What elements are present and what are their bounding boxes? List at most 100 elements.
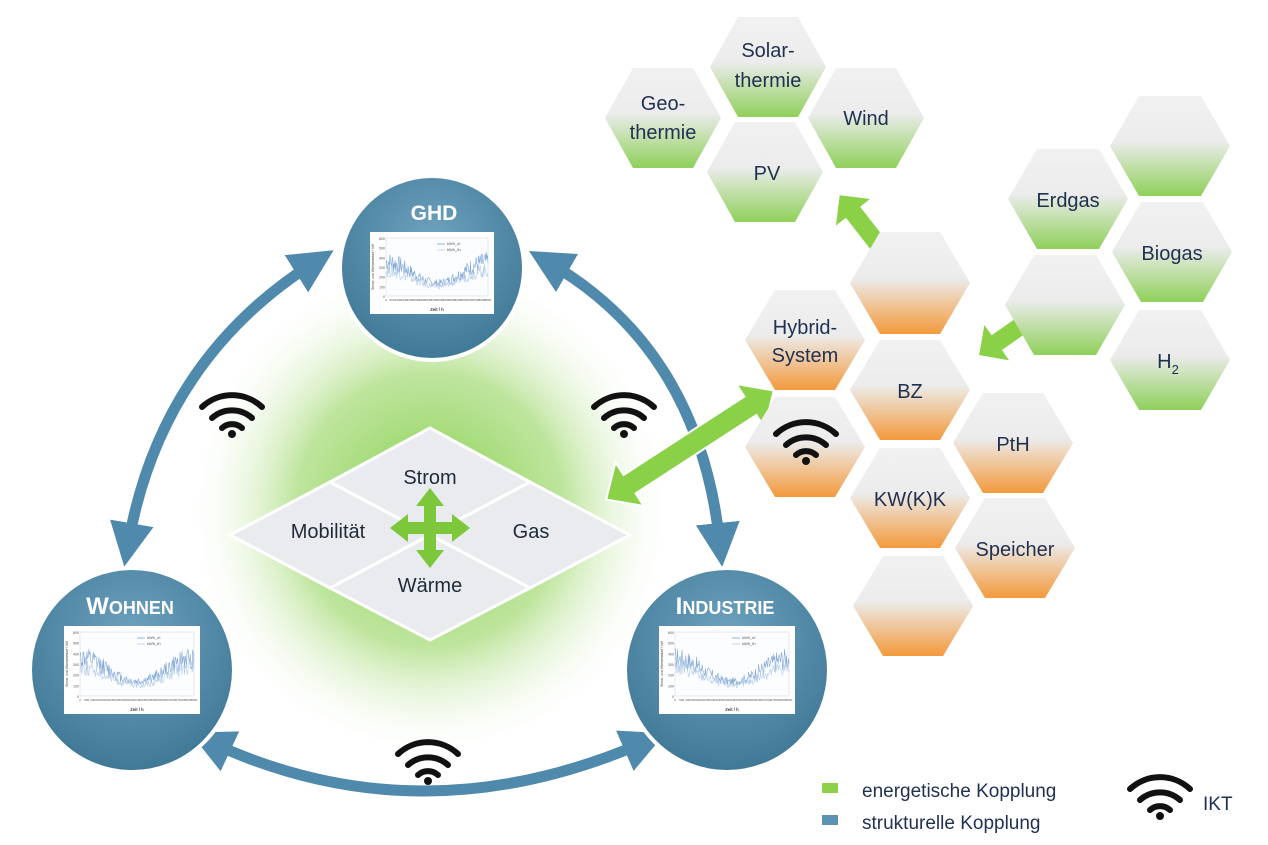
svg-text:5000: 5000 [144,698,151,702]
svg-text:Strom- und Wärmebedarf / kW: Strom- und Wärmebedarf / kW [65,640,69,687]
svg-text:4500: 4500 [732,698,739,702]
hex-empty-top-tech [850,232,970,334]
svg-text:Strom- und Wärmebedarf / kW: Strom- und Wärmebedarf / kW [660,640,664,687]
svg-text:7000: 7000 [467,298,474,302]
svg-text:100: 100 [379,285,385,289]
svg-text:kWh_th: kWh_th [742,641,756,646]
arrow-ghd-industrie [528,250,740,567]
wifi-icon [773,419,839,465]
svg-text:3500: 3500 [124,698,131,702]
node-title-ghd: GHD [411,202,458,225]
arrow-system-to-hexes [604,382,776,508]
svg-text:500: 500 [389,298,394,302]
node-title-industrie: INDUSTRIE [676,593,775,620]
svg-text:1500: 1500 [692,698,699,702]
diamond-waerme [326,533,534,642]
hex-bz [850,340,970,440]
label-kwkk: KW(K)K [874,489,947,511]
svg-text:6500: 6500 [461,298,468,302]
label-hybrid-line1: Hybrid- [773,317,837,339]
node-title-wohnen: WOHNEN [86,593,174,620]
label-speicher: Speicher [976,539,1055,561]
hex-speicher [955,498,1075,598]
wifi-icon [199,392,265,438]
svg-text:500: 500 [379,247,385,251]
svg-text:6500: 6500 [759,698,766,702]
hex-biogas [1112,202,1232,302]
label-mobilitaet: Mobilität [291,521,366,543]
label-geo-line2: thermie [630,122,697,144]
svg-text:600: 600 [379,237,385,241]
svg-text:1000: 1000 [90,698,97,702]
svg-text:400: 400 [379,256,385,260]
legend-label-structural: strukturelle Kopplung [862,813,1041,834]
svg-text:2500: 2500 [413,298,420,302]
svg-text:5500: 5500 [150,698,157,702]
label-strom: Strom [403,467,456,489]
structural-arrows [110,250,740,797]
svg-text:7500: 7500 [177,698,184,702]
svg-text:300: 300 [668,663,674,667]
svg-text:8500: 8500 [485,298,492,302]
svg-text:6000: 6000 [455,298,462,302]
svg-text:400: 400 [668,652,674,656]
svg-text:5500: 5500 [745,698,752,702]
svg-text:200: 200 [668,674,674,678]
energy-carrier-rhombus: Strom Mobilität Gas Wärme [226,426,634,642]
hex-wind [808,68,924,168]
svg-text:5000: 5000 [739,698,746,702]
svg-text:Strom- und Wärmebedarf / kW: Strom- und Wärmebedarf / kW [371,243,375,290]
wifi-icon [1127,774,1193,820]
svg-text:4000: 4000 [725,698,732,702]
hex-ikt-tech [745,397,865,497]
svg-text:600: 600 [73,631,79,635]
svg-text:4500: 4500 [437,298,444,302]
svg-text:2000: 2000 [103,698,110,702]
svg-text:3000: 3000 [419,298,426,302]
hex-pth [953,393,1073,493]
arrow-ghd-wohnen [110,250,334,567]
label-wind: Wind [843,108,889,130]
four-way-arrow-icon [390,488,470,568]
svg-text:6000: 6000 [752,698,759,702]
svg-text:200: 200 [73,674,79,678]
hex-empty-bottom-tech [853,556,973,656]
svg-text:Zeit / h: Zeit / h [130,707,144,712]
hex-h2 [1110,310,1230,410]
svg-text:Zeit / h: Zeit / h [725,707,739,712]
svg-text:Zeit / h: Zeit / h [430,307,444,312]
svg-text:3500: 3500 [719,698,726,702]
svg-text:8000: 8000 [184,698,191,702]
svg-text:1500: 1500 [97,698,104,702]
hex-solarthermie [710,17,826,117]
hex-kwkk [850,448,970,548]
svg-text:500: 500 [84,698,89,702]
legend-label-ict: IKT [1203,794,1233,815]
label-gas: Gas [513,521,550,543]
legend: energetische Kopplung strukturelle Koppl… [822,774,1233,834]
svg-text:6500: 6500 [164,698,171,702]
label-pv: PV [754,163,781,185]
svg-text:8000: 8000 [479,298,486,302]
svg-text:7500: 7500 [473,298,480,302]
hex-pv [707,122,823,222]
svg-text:4500: 4500 [137,698,144,702]
label-bz: BZ [897,381,923,403]
svg-text:kWh_th: kWh_th [147,641,161,646]
label-solar-line2: thermie [735,70,802,92]
hex-empty-middle [1005,255,1125,355]
svg-text:200: 200 [379,276,385,280]
svg-text:8500: 8500 [191,698,198,702]
svg-text:300: 300 [73,663,79,667]
svg-text:7000: 7000 [171,698,178,702]
svg-text:400: 400 [73,652,79,656]
svg-text:2000: 2000 [407,298,414,302]
svg-text:2500: 2500 [110,698,117,702]
svg-text:500: 500 [679,698,684,702]
svg-text:kWh_el: kWh_el [147,635,160,640]
label-solar-line1: Solar- [741,40,794,62]
